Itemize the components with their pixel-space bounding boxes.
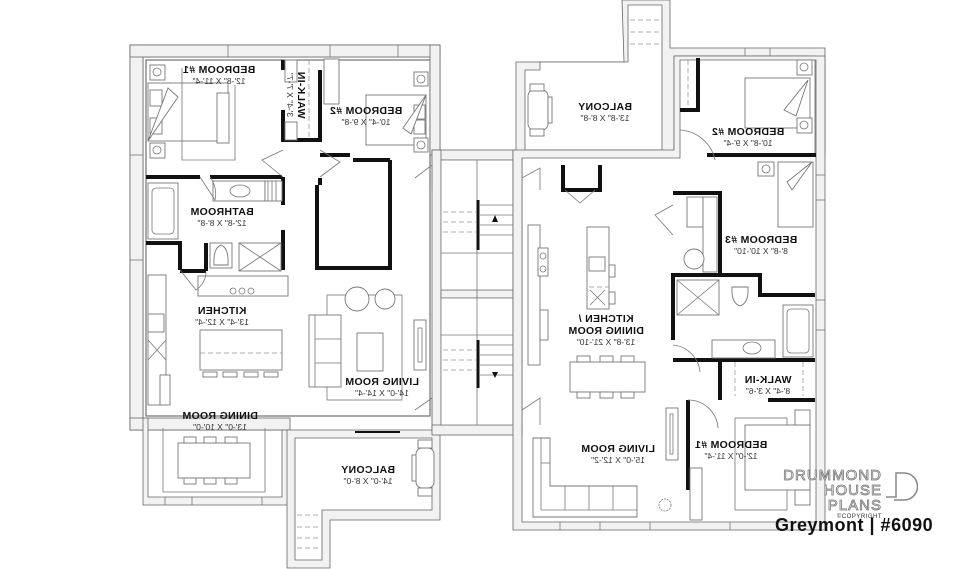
room-right-kitchen-dining: KITCHEN / DINING ROOM 13'-8" X 21'-10" xyxy=(568,313,644,347)
door-swings xyxy=(179,129,719,429)
room-name: DINING ROOM xyxy=(182,410,258,422)
room-dimensions: 12'-8" X 11'-4" xyxy=(192,76,246,86)
room-dimensions: 10'-4" X 9'-8" xyxy=(341,117,391,127)
room-name: LIVING ROOM xyxy=(581,443,655,455)
drummond-logo-icon xyxy=(886,472,918,501)
room-dimensions: 12'-0" X 11'-4" xyxy=(704,451,758,461)
room-dimensions: 13'-4" X 12'-4" xyxy=(195,317,249,327)
brand-name-line2: HOUSE PLANS xyxy=(823,482,882,514)
brand-name-line1: DRUMMOND xyxy=(783,467,882,484)
copyright-notice: ©COPYRIGHT xyxy=(836,514,882,520)
right-unit-furniture xyxy=(527,59,814,521)
room-dimensions: 13'-8" X 21'-10" xyxy=(576,337,636,347)
room-right-bedroom-3: BEDROOM #3 8'-8" X 10'-10" xyxy=(725,234,797,256)
room-name: BALCONY xyxy=(340,464,396,476)
left-unit-walls xyxy=(129,44,441,431)
room-dimensions: 14'-0" X 8'-0" xyxy=(343,476,393,486)
room-right-walk-in: WALK-IN 8'-4" X 3'-6" xyxy=(744,374,791,396)
brand-watermark: DRUMMOND HOUSE PLANS ©COPYRIGHT xyxy=(772,468,882,520)
room-dimensions: 8'-8" X 10'-10" xyxy=(734,246,788,256)
room-name: WALK-IN xyxy=(295,71,307,119)
plan-title: Greymont | #6090 xyxy=(775,515,934,535)
central-stairwell xyxy=(431,149,523,436)
room-name: BEDROOM #3 xyxy=(724,234,798,246)
room-dimensions: 13'-8" X 8'-8" xyxy=(580,113,630,123)
room-left-living-room: LIVING ROOM 14'-0" X 14'-4" xyxy=(345,376,419,398)
room-name: LIVING ROOM xyxy=(345,376,419,388)
room-right-living-room: LIVING ROOM 15'-0" X 12'-2" xyxy=(581,443,655,465)
room-left-bedroom-2: BEDROOM #2 10'-4" X 9'-8" xyxy=(330,105,402,127)
room-dimensions: 14'-0" X 14'-4" xyxy=(355,388,409,398)
room-name: BATHROOM xyxy=(190,206,254,218)
room-right-bedroom-1: BEDROOM #1 12'-0" X 11'-4" xyxy=(695,439,767,461)
room-dimensions: 12'-8" X 8'-8" xyxy=(197,218,247,228)
room-right-bedroom-2: BEDROOM #2 10'-8" X 9'-4" xyxy=(712,126,784,148)
room-right-balcony: BALCONY 13'-8" X 8'-8" xyxy=(578,101,632,123)
left-dining-walls xyxy=(142,417,291,506)
room-left-dining-room: DINING ROOM 13'-0" X 10'-0" xyxy=(182,410,258,432)
room-name: BEDROOM #1 xyxy=(182,64,256,76)
room-dimensions: 10'-8" X 9'-4" xyxy=(723,138,773,148)
room-left-kitchen: KITCHEN 13'-4" X 12'-4" xyxy=(195,305,249,327)
room-left-balcony: BALCONY 14'-0" X 8'-0" xyxy=(341,464,395,486)
room-left-walk-in: WALK-IN 3'-4" X 7'-7" xyxy=(285,71,307,118)
left-balcony xyxy=(286,429,441,569)
room-name: KITCHEN / xyxy=(578,313,634,325)
room-name-line2: DINING ROOM xyxy=(568,325,644,337)
right-unit-walls xyxy=(512,0,826,531)
room-dimensions: 15'-0" X 12'-2" xyxy=(591,455,645,465)
room-left-bathroom: BATHROOM 12'-8" X 8'-8" xyxy=(190,206,253,228)
left-unit-furniture xyxy=(147,58,429,493)
room-name: BEDROOM #2 xyxy=(711,126,785,138)
room-left-bedroom-1: BEDROOM #1 12'-8" X 11'-4" xyxy=(183,64,255,86)
room-name: WALK-IN xyxy=(744,374,792,386)
room-dimensions: 13'-0" X 10'-0" xyxy=(193,422,247,432)
room-name: KITCHEN xyxy=(197,305,247,317)
room-dimensions: 8'-4" X 3'-6" xyxy=(745,386,791,396)
room-name: BEDROOM #2 xyxy=(329,105,403,117)
room-name: BALCONY xyxy=(577,101,633,113)
room-name: BEDROOM #1 xyxy=(694,439,768,451)
room-dimensions: 3'-4" X 7'-7" xyxy=(285,72,295,118)
